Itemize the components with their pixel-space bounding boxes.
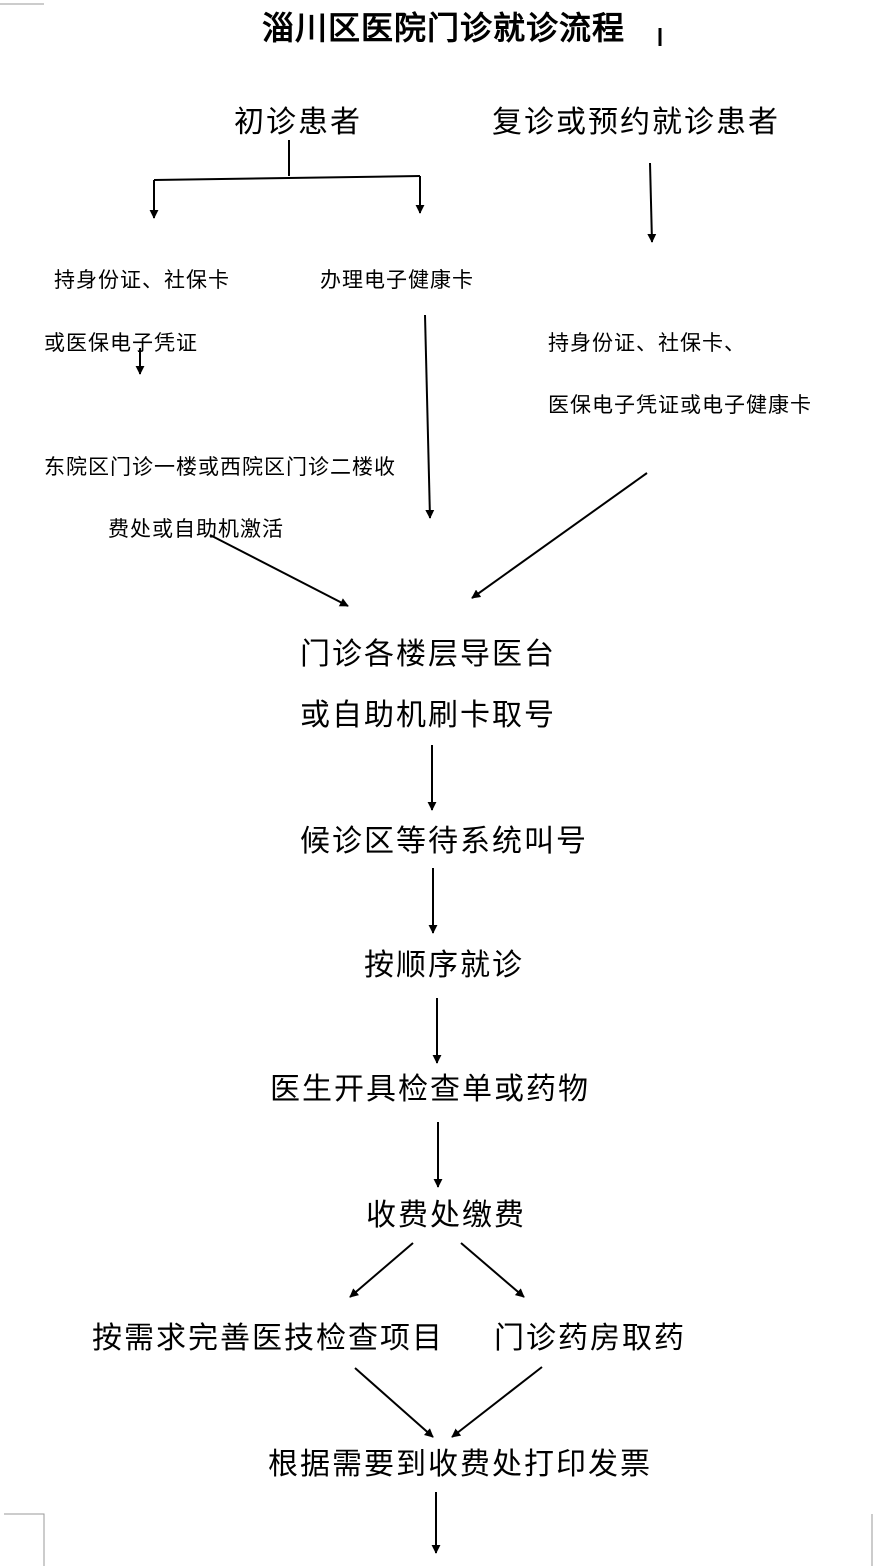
- node-return-docs-line2: 医保电子凭证或电子健康卡: [548, 393, 812, 417]
- node-wait-call: 候诊区等待系统叫号: [300, 824, 588, 859]
- node-activate-line1: 东院区门诊一楼或西院区门诊二楼收: [44, 455, 396, 479]
- node-invoice: 根据需要到收费处打印发票: [268, 1447, 652, 1482]
- node-prescribe: 医生开具检查单或药物: [270, 1072, 590, 1107]
- node-return-docs-line1: 持身份证、社保卡、: [548, 331, 746, 355]
- node-pharmacy: 门诊药房取药: [494, 1321, 686, 1356]
- node-pay: 收费处缴费: [366, 1198, 526, 1233]
- arrow-return-visit-down: [647, 162, 657, 243]
- node-return-visit: 复诊或预约就诊患者: [492, 105, 780, 140]
- node-exam: 按需求完善医技检查项目: [92, 1321, 444, 1356]
- arrow-pharmacy-to-invoice: [451, 1366, 543, 1438]
- node-get-number-line1: 门诊各楼层导医台: [300, 637, 556, 672]
- arrow-exam-to-invoice: [354, 1367, 434, 1438]
- node-e-health-card: 办理电子健康卡: [320, 268, 474, 292]
- arrow-pay-to-pharmacy: [460, 1242, 525, 1298]
- node-id-card-line1: 持身份证、社保卡: [54, 268, 230, 292]
- page-corner-bottom-left: [4, 1513, 45, 1566]
- page-title: 淄川区医院门诊就诊流程: [262, 9, 626, 47]
- node-consult: 按顺序就诊: [364, 948, 524, 983]
- arrow-pay-to-exam: [349, 1242, 414, 1298]
- arrow-e-health-card-down: [424, 314, 435, 519]
- node-activate-line2: 费处或自助机激活: [108, 517, 284, 541]
- arrow-return-docs-to-get-number: [471, 472, 648, 599]
- node-id-card-line2: 或医保电子凭证: [44, 331, 198, 355]
- node-first-visit: 初诊患者: [234, 105, 362, 140]
- node-get-number-line2: 或自助机刷卡取号: [300, 698, 556, 733]
- connector-first-visit-branch: [153, 175, 421, 181]
- arrow-activate-to-get-number: [209, 534, 349, 607]
